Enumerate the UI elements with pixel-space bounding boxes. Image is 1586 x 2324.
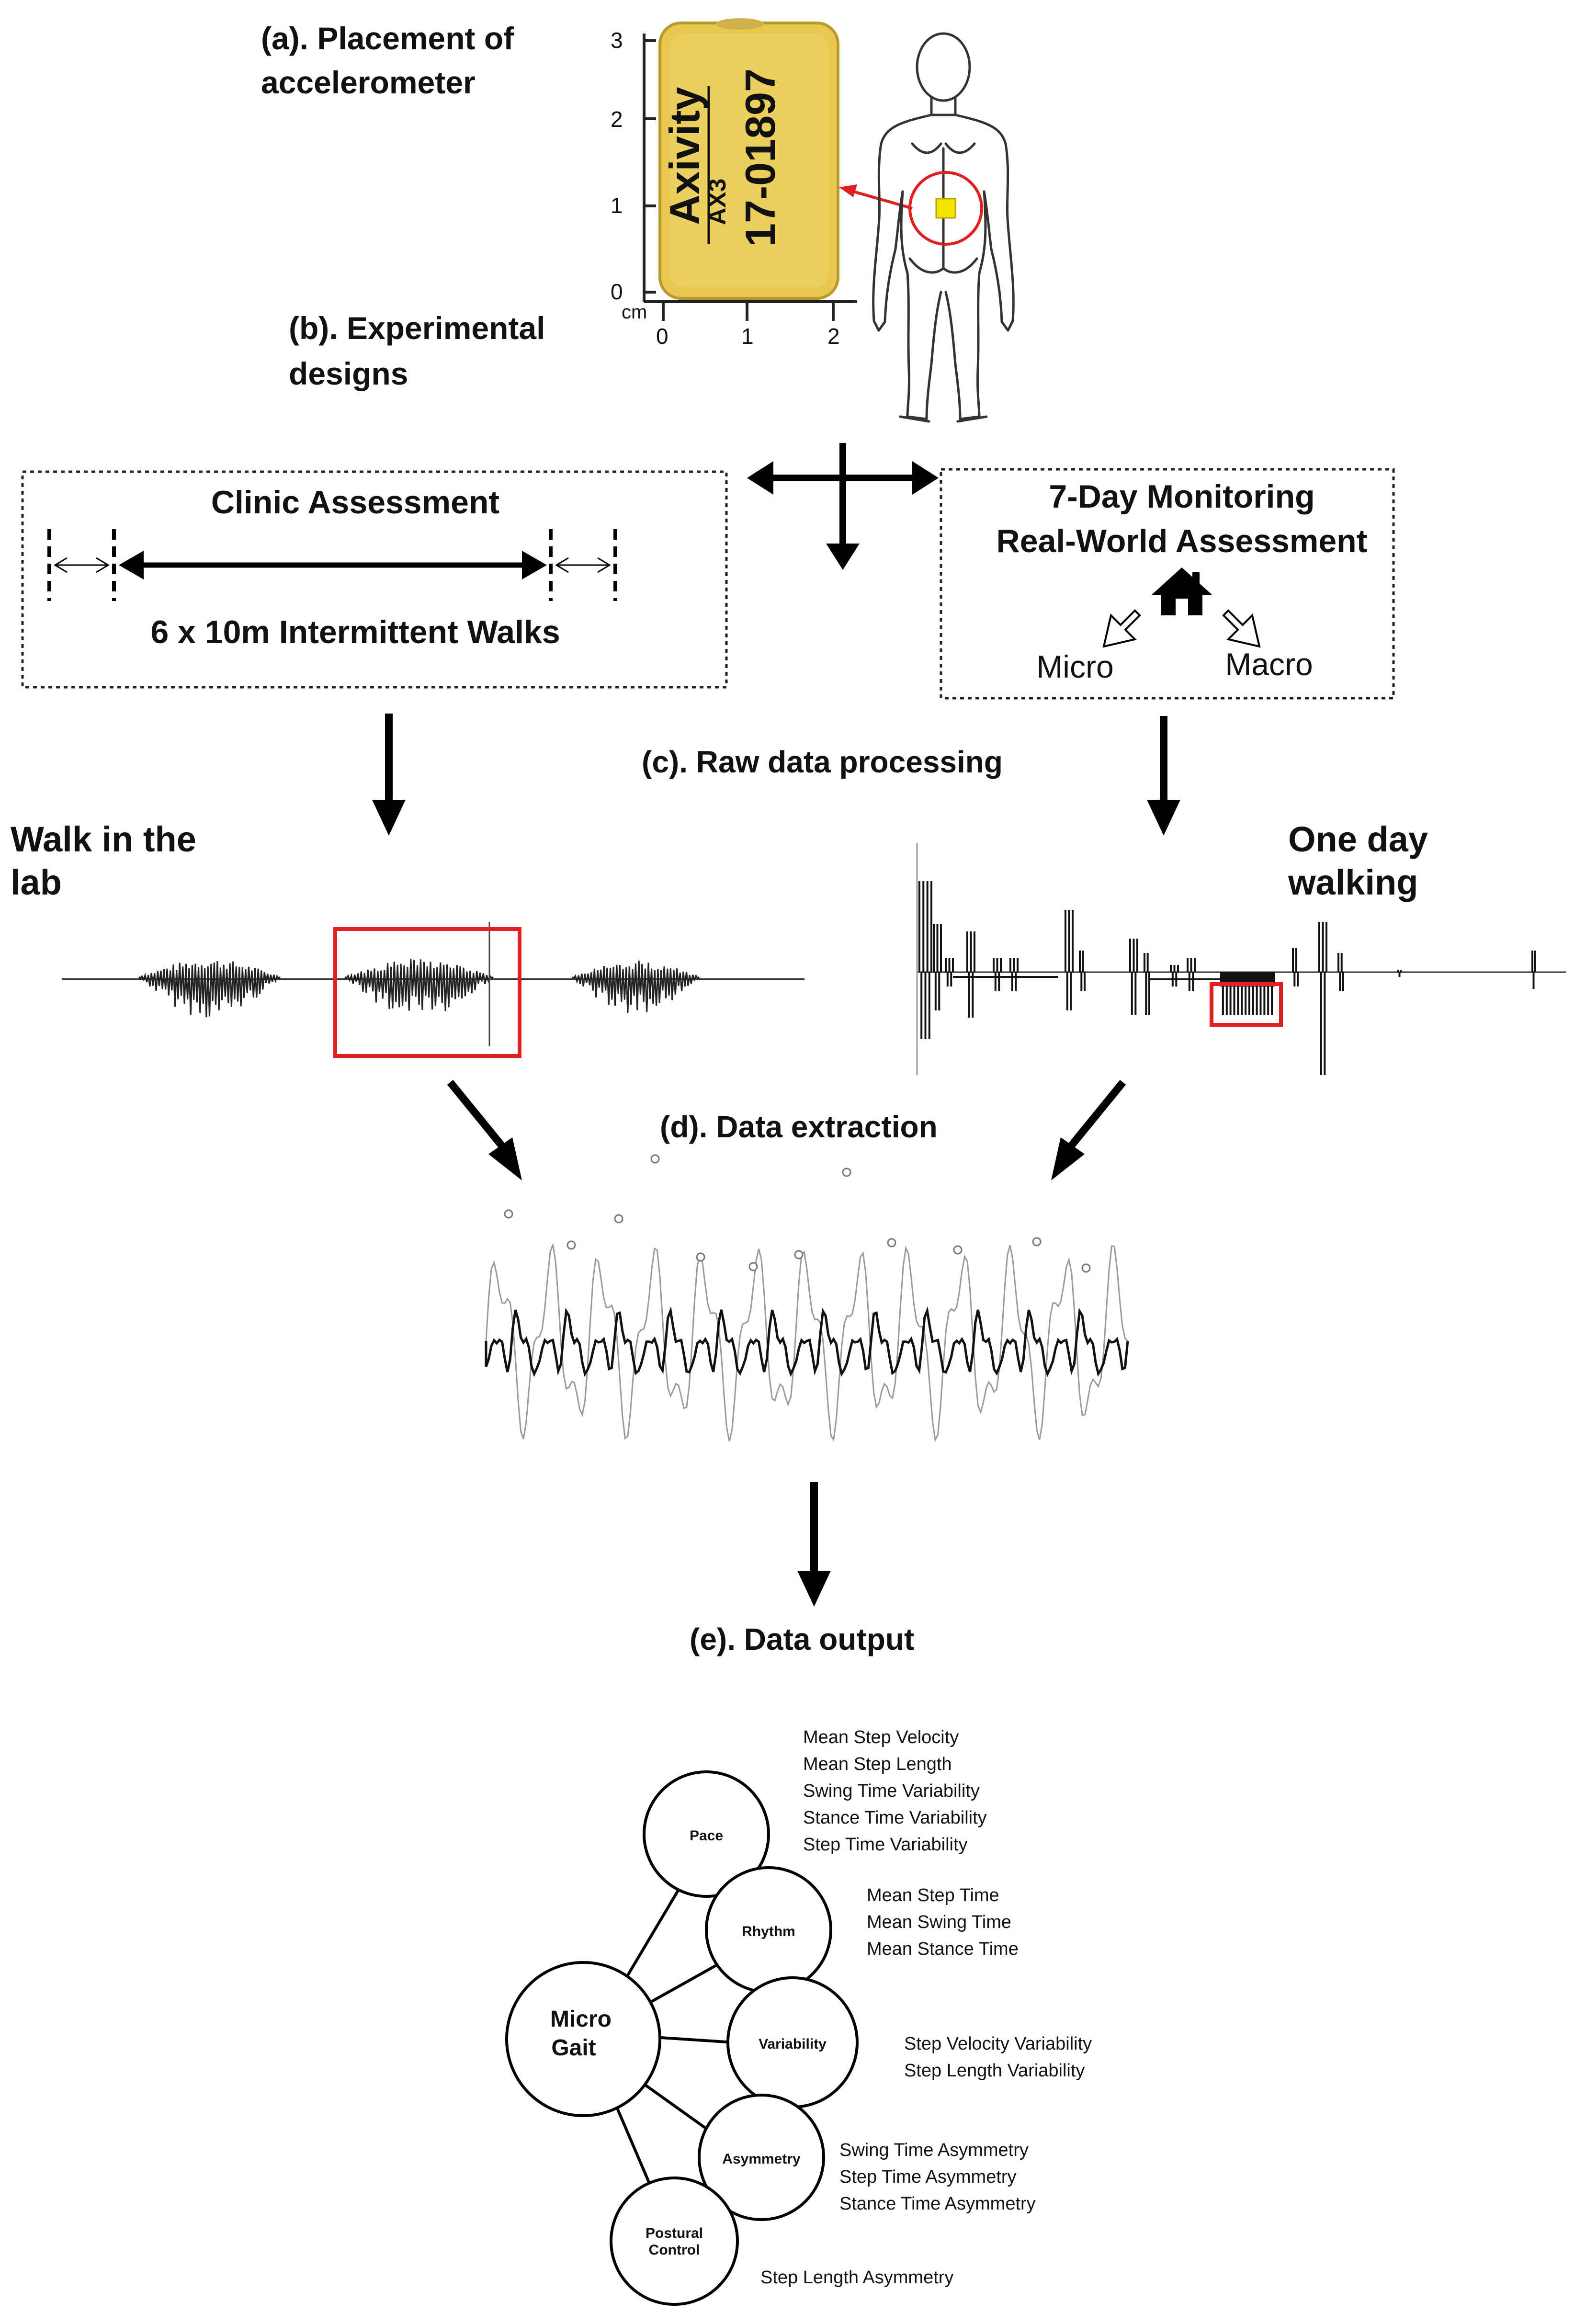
down-arrow-output: [797, 1482, 831, 1607]
lab-signal: [62, 922, 804, 1058]
micro-gait-line1: Micro: [550, 2007, 612, 2032]
metric: Mean Step Velocity: [803, 1727, 959, 1747]
clinic-assessment-box: Clinic Assessment 6 x 10m Intermittent W…: [21, 470, 728, 689]
label-b-line2: designs: [289, 356, 408, 391]
peak-marker: [748, 1262, 758, 1271]
monitoring-micro: Micro: [1036, 649, 1113, 684]
metric: Mean Stance Time: [867, 1939, 1019, 1959]
peak-marker: [614, 1214, 623, 1224]
monitoring-box: 7-Day Monitoring Real-World Assessment M…: [940, 468, 1395, 700]
day-signal: [916, 843, 1566, 1075]
gait-model: [505, 1770, 859, 2306]
metric: Step Velocity Variability: [904, 2034, 1092, 2054]
label-e: (e). Data output: [690, 1622, 914, 1656]
down-arrows-to-signals: [372, 714, 1180, 836]
ruler-y-0: 0: [611, 279, 623, 304]
postural-control-circle: [610, 2177, 739, 2306]
postural-metrics: Step Length Asymmetry: [760, 2267, 953, 2288]
peak-marker: [1081, 1263, 1091, 1273]
ruler-unit: cm: [622, 302, 647, 323]
device-serial: 17-01897: [736, 68, 784, 247]
metric: Step Time Asymmetry: [839, 2167, 1017, 2187]
lab-highlight-box: [333, 927, 521, 1058]
peak-marker: [504, 1209, 513, 1219]
ruler-y-1: 1: [611, 193, 623, 218]
ruler-x-1: 1: [741, 324, 754, 349]
variability-label: Variability: [759, 2036, 827, 2052]
metric: Stance Time Asymmetry: [839, 2194, 1036, 2214]
converging-arrows: [447, 1079, 1126, 1180]
clinic-title: Clinic Assessment: [211, 484, 499, 521]
label-a-line2: accelerometer: [261, 65, 476, 100]
metric: Step Length Variability: [904, 2061, 1085, 2081]
ruler-y-3: 3: [611, 28, 623, 53]
day-signal-label-line1: One day: [1288, 819, 1428, 859]
lab-signal-label-line1: Walk in the: [11, 819, 196, 859]
lab-signal-label-line2: lab: [11, 862, 62, 902]
accelerometer-device: Axivity AX3 17-01897: [658, 18, 839, 300]
ruler-x-0: 0: [656, 324, 668, 349]
postural-label-line1: Postural: [646, 2225, 703, 2241]
ruler-y-2: 2: [611, 107, 623, 132]
postural-label-line2: Control: [649, 2242, 700, 2258]
pace-metrics: Mean Step Velocity Mean Step Length Swin…: [803, 1727, 987, 1855]
label-d: (d). Data extraction: [660, 1110, 938, 1144]
monitoring-title-line1: 7-Day Monitoring: [1049, 478, 1314, 515]
rhythm-label: Rhythm: [742, 1924, 795, 1939]
day-signal-label-line2: walking: [1288, 862, 1418, 902]
sensor-marker: [935, 198, 956, 219]
device-brand: Axivity: [661, 87, 708, 225]
peak-marker: [953, 1245, 963, 1255]
peak-marker: [650, 1154, 660, 1164]
variability-metrics: Step Velocity Variability Step Length Va…: [904, 2034, 1092, 2081]
metric: Mean Swing Time: [867, 1912, 1011, 1932]
metric: Step Time Variability: [803, 1835, 968, 1855]
peak-marker: [696, 1252, 705, 1262]
branch-arrows: [747, 443, 939, 570]
asymmetry-label: Asymmetry: [722, 2151, 801, 2167]
gait-signal: [485, 1154, 1129, 1443]
metric: Step Length Asymmetry: [760, 2267, 953, 2288]
asymmetry-metrics: Swing Time Asymmetry Step Time Asymmetry…: [839, 2140, 1036, 2214]
home-icon: [1152, 567, 1212, 615]
day-highlight-box: [1210, 982, 1283, 1027]
monitoring-title-line2: Real-World Assessment: [997, 523, 1368, 559]
peak-marker: [794, 1250, 804, 1259]
micro-gait-line2: Gait: [551, 2035, 596, 2061]
ruler-x-2: 2: [827, 324, 840, 349]
metric: Mean Step Length: [803, 1754, 952, 1774]
micro-gait-circle: [505, 1961, 661, 2117]
rhythm-metrics: Mean Step Time Mean Swing Time Mean Stan…: [867, 1885, 1019, 1959]
label-a-line1: (a). Placement of: [261, 21, 514, 56]
peak-marker: [1032, 1237, 1042, 1247]
pace-circle: [643, 1770, 770, 1898]
micro-arrow-icon: [1102, 609, 1141, 648]
peak-marker: [566, 1240, 576, 1250]
macro-arrow-icon: [1222, 609, 1261, 648]
ruler: [643, 34, 857, 321]
clinic-subtitle: 6 x 10m Intermittent Walks: [150, 614, 560, 650]
monitoring-macro: Macro: [1225, 646, 1313, 682]
placement-circle: [908, 171, 983, 246]
asymmetry-circle: [698, 2094, 825, 2221]
peak-marker: [887, 1238, 896, 1247]
human-figure: [872, 32, 1015, 423]
metric: Mean Step Time: [867, 1885, 999, 1905]
label-b-line1: (b). Experimental: [289, 310, 545, 346]
device-model: AX3: [704, 179, 731, 225]
placement-arrow-head: [839, 184, 857, 197]
metric: Stance Time Variability: [803, 1808, 987, 1828]
peak-marker: [842, 1168, 851, 1177]
metric: Swing Time Asymmetry: [839, 2140, 1029, 2160]
label-c: (c). Raw data processing: [642, 745, 1003, 779]
pace-label: Pace: [690, 1828, 723, 1844]
metric: Swing Time Variability: [803, 1781, 980, 1801]
